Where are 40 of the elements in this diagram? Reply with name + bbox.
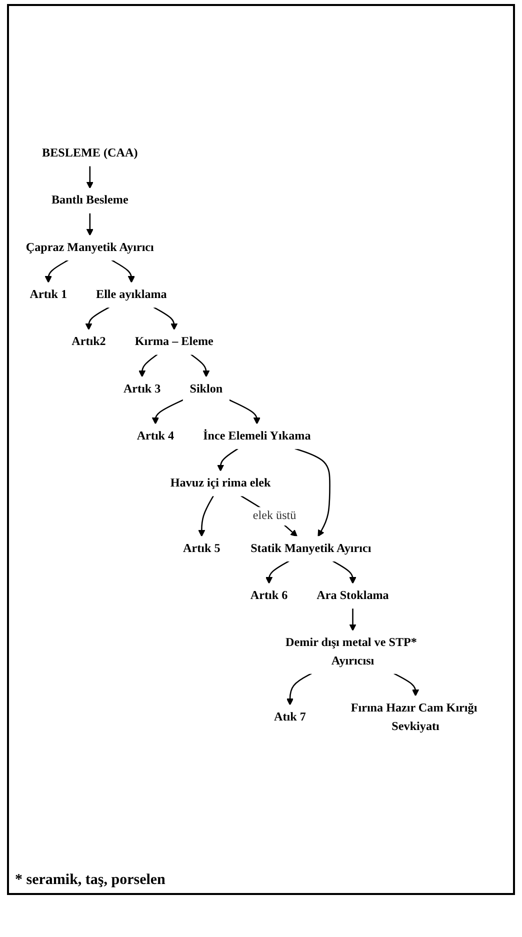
arrow — [190, 354, 210, 378]
arrow — [240, 495, 298, 537]
arrow — [85, 306, 110, 330]
node-text: Bantlı Besleme — [51, 194, 128, 207]
arrow — [153, 306, 178, 330]
edge-label: elek üstü — [252, 509, 296, 522]
arrow — [228, 399, 260, 424]
node-text: Atık 7 — [274, 710, 306, 724]
arrow — [394, 672, 420, 696]
node-text: Kırma – Eleme — [134, 335, 214, 348]
arrow — [265, 560, 290, 584]
arrow — [349, 608, 356, 632]
arrow — [152, 399, 184, 424]
arrow — [138, 354, 158, 378]
node-text: Artık 1 — [30, 288, 67, 302]
node-text: Çapraz Manyetik Ayırıcı — [26, 241, 154, 254]
arrow — [86, 166, 94, 189]
arrow — [111, 260, 135, 283]
node-text: Elle ayıklama — [96, 288, 167, 302]
node-text: Fırına Hazır Cam Kırığı Sevkiyatı — [350, 702, 478, 733]
arrow — [217, 448, 238, 472]
node-text: Artık 6 — [250, 589, 288, 602]
arrow — [294, 448, 330, 537]
node-text: Statik Manyetik Ayırıcı — [250, 542, 372, 556]
node-text: Havuz içi rima elek — [170, 476, 271, 490]
arrow — [332, 560, 356, 584]
node-text: Artık2 — [72, 335, 106, 348]
arrow — [86, 212, 94, 236]
node-text: Siklon — [190, 382, 223, 396]
arrow — [44, 260, 69, 283]
node-text: Demir dışı metal ve STP* Ayırıcısı — [286, 636, 417, 668]
node-text: Artık 4 — [136, 430, 174, 443]
arrow — [286, 672, 312, 706]
node-text: Ara Stoklama — [316, 589, 389, 602]
footnote: * seramik, taş, porselen — [15, 872, 166, 889]
node-text: Artık 5 — [183, 542, 220, 556]
node-text: BESLEME (CAA) — [42, 146, 138, 160]
node-text: İnce Elemeli Yıkama — [203, 430, 311, 443]
node-text: Artık 3 — [123, 382, 161, 396]
arrow — [198, 495, 214, 537]
